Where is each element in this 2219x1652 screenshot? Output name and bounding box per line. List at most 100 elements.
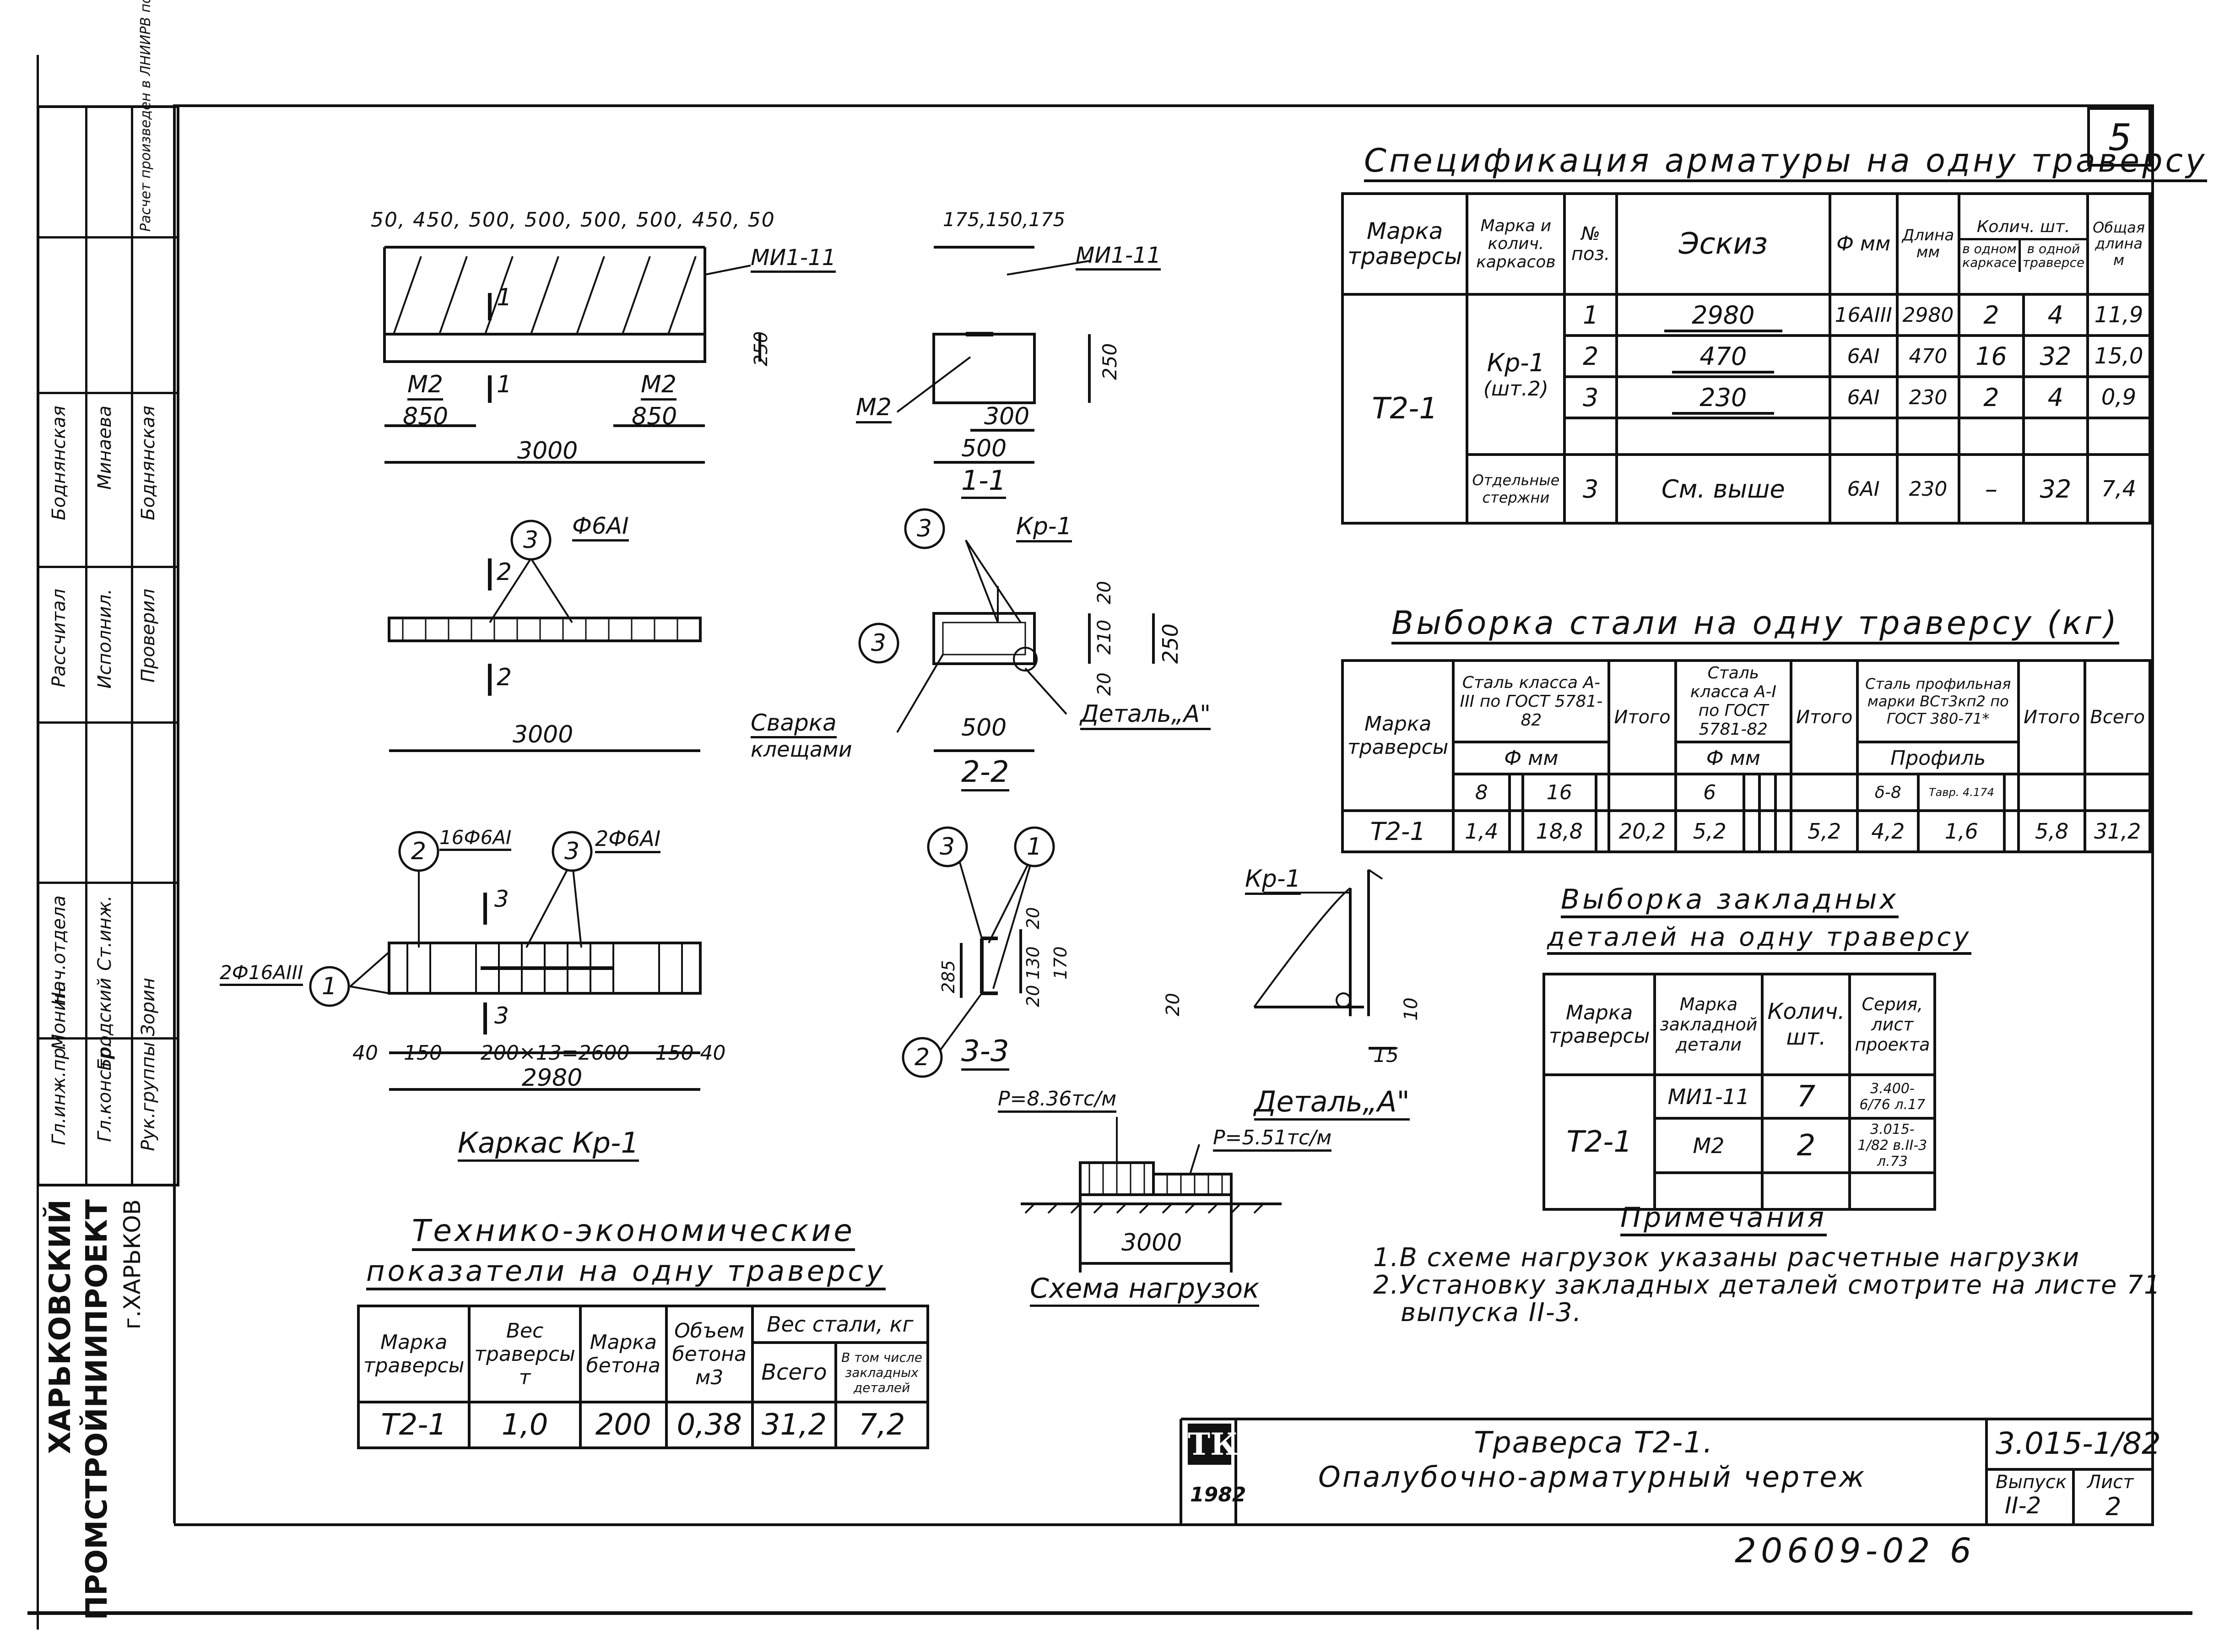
elev-length: 3000 [517, 437, 578, 465]
emb-r1-qty: 2 [1761, 1117, 1851, 1174]
s11-dim-2: 175 [1028, 208, 1066, 231]
tep-title-2: показатели на одну траверсу [366, 1254, 886, 1290]
steel-sub-prof-itogo [2017, 773, 2087, 812]
s11-d300: 300 [984, 403, 1030, 430]
steel-h-a3-phi: Ф мм [1452, 741, 1611, 775]
tep-r-5: 7,2 [834, 1401, 929, 1449]
spec-h-obsh: Общая длина м [2086, 192, 2151, 296]
steel-row-prof-itogo: 5,8 [2017, 809, 2087, 853]
steel-row-prof-2 [2003, 809, 2020, 853]
tep-h-3: Объем бетона м3 [665, 1305, 754, 1403]
steel-row-a3-2: 18,8 [1521, 809, 1598, 853]
spec-r2-k1: 2 [1958, 375, 2025, 419]
steel-h-a1-phi: Ф мм [1674, 741, 1793, 775]
elev-section-mark-bottom: 1 [497, 371, 512, 398]
sec33-bubble-1 [1014, 826, 1055, 867]
spec-separate-label: Отдельные стержни [1466, 453, 1566, 525]
spec-r1-k1: 16 [1958, 334, 2025, 378]
emb-r1-series: 3.015-1/82 в.II-3 л.73 [1848, 1117, 1937, 1174]
elev-dim-0: 50 [371, 208, 398, 232]
spec-r1-len: 470 [1895, 334, 1961, 378]
sec22-bubble-top [904, 508, 945, 549]
emb-empty-qty [1761, 1171, 1851, 1211]
side-stamp: Расчет произведен в ЛНИИРВ по программе … [37, 0, 179, 1186]
elev-dim-2: 500 [468, 208, 510, 232]
spec-r1-eskiz: 470 [1615, 334, 1831, 378]
s22-weld-line2: клещами [751, 737, 852, 762]
note-line-2: выпуска II-3. [1401, 1298, 1582, 1327]
spec-title: Спецификация арматуры на одну траверсу [1364, 142, 2208, 182]
cage-dim-0: 40 [352, 1041, 378, 1065]
s22-detail-label: Деталь„А" [1080, 700, 1211, 730]
plan-bubble-3 [510, 520, 552, 561]
spec-r2-len: 230 [1895, 375, 1961, 419]
side-stamp-col-divider1 [85, 108, 87, 1184]
tep-r-0: Т2-1 [357, 1401, 471, 1449]
side-stamp-sep4 [39, 721, 177, 724]
spec-r2-eskiz-val: 230 [1672, 383, 1775, 415]
steel-row-a3-itogo: 20,2 [1607, 809, 1677, 853]
cage-bubble2-label: 2 [411, 838, 427, 865]
steel-sub-a1-2 [1758, 773, 1777, 812]
detail-a-title: Деталь„А" [1254, 1085, 1410, 1121]
spec-empty-total [2086, 417, 2151, 456]
spec-kr-count: (шт.2) [1483, 377, 1548, 401]
spec-h-phi: Ф мм [1828, 192, 1899, 296]
spec-r1-pos: 2 [1563, 334, 1618, 378]
section-2-2-body [932, 612, 1036, 665]
s22-width: 500 [961, 714, 1007, 742]
load-title: Схема нагрузок [1030, 1273, 1260, 1307]
detail-a-d10: 10 [1401, 997, 1422, 1021]
steel-sub-prof-1: Тавр. 4.174 [1917, 773, 2006, 812]
spec-sep-k2: 32 [2022, 453, 2089, 525]
detail-a-sketch [1253, 887, 1351, 1008]
embedded-table: Марка траверсы Марка закладной детали Ко… [1542, 973, 1937, 1211]
spec-h-kol: Колич. шт. в одном каркасе в одной траве… [1958, 192, 2089, 296]
s22-dim-right-2: 20 [1094, 672, 1115, 696]
cage-bubble-2 [398, 831, 439, 872]
side-stamp-sep5 [39, 882, 177, 884]
s33-dim-3: 170 [1050, 946, 1071, 980]
s11-mark-label: МИ1-11 [1076, 243, 1161, 271]
spec-r1-eskiz-val: 470 [1672, 341, 1775, 374]
cage-bubble-3 [552, 831, 593, 872]
sec33-bubble-2 [902, 1037, 943, 1078]
cage-title: Каркас Кр-1 [458, 1126, 639, 1162]
steel-row-a1-itogo: 5,2 [1790, 809, 1859, 853]
s22-weld-line1: Сварка [751, 710, 837, 738]
plan-length: 3000 [513, 721, 574, 748]
steel-row-a1-3 [1774, 809, 1793, 853]
archive-number: 20609-02 6 [1735, 1531, 1976, 1571]
spec-r2-pos: 3 [1563, 375, 1618, 419]
cage-dim-1: 150 [403, 1041, 442, 1065]
cage-length: 2980 [522, 1064, 583, 1092]
side-stamp-sep2 [39, 392, 177, 394]
side-stamp-sep3 [39, 566, 177, 568]
steel-row-a3-1 [1508, 809, 1524, 853]
steel-row-prof-0: 4,2 [1856, 809, 1920, 853]
detail-a-kr-label: Кр-1 [1245, 865, 1301, 895]
steel-row-a3-0: 1,4 [1452, 809, 1511, 853]
spec-r0-len: 2980 [1895, 293, 1961, 337]
steel-sub-a1-0: 6 [1674, 773, 1745, 812]
spec-r0-total: 11,9 [2086, 293, 2151, 337]
spec-h-kol-trav: в одной траверсе [2022, 241, 2085, 271]
steel-h-marka: Марка траверсы [1341, 659, 1455, 812]
steel-title: Выборка стали на одну траверсу (кг) [1391, 604, 2120, 645]
emb-h-2: Колич. шт. [1761, 973, 1851, 1076]
steel-sub-a3-0: 8 [1452, 773, 1511, 812]
emb-r1-mark: М2 [1653, 1117, 1764, 1174]
tep-h-1: Вес траверсы т [468, 1305, 582, 1403]
steel-h-vsego: Всего [2084, 659, 2151, 775]
spec-h-karkas: Марка и колич. каркасов [1466, 192, 1566, 296]
tep-title-1: Технико-экономические [412, 1213, 855, 1251]
cage-dim-2: 200×13=2600 [480, 1041, 630, 1065]
elev-m2-left: М2 [407, 371, 443, 401]
emb-r0-mark: МИ1-11 [1653, 1073, 1764, 1120]
tep-r-1: 1,0 [468, 1401, 582, 1449]
cage-dim-3: 150 [655, 1041, 694, 1065]
side-stamp-sep1 [39, 236, 177, 238]
steel-sub-prof-2 [2003, 773, 2020, 812]
title-year: 1982 [1190, 1483, 1246, 1506]
s11-dim-0: 175 [943, 208, 980, 231]
